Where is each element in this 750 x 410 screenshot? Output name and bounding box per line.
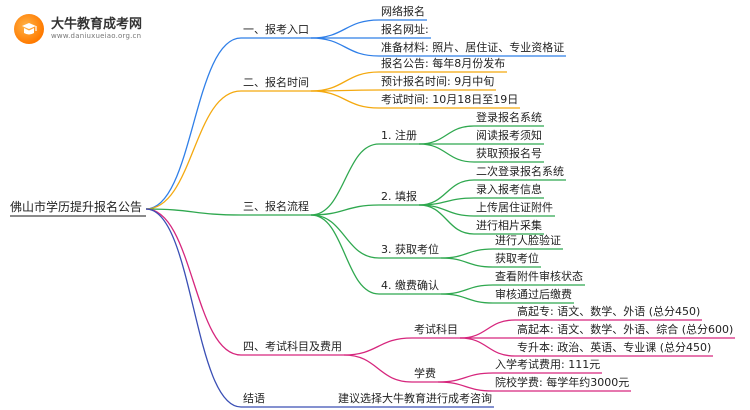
connector-line-67 [437, 381, 494, 392]
pay-item-2: 审核通过后缴费 [495, 288, 572, 301]
connector-line-43 [310, 214, 380, 259]
connector-line-13 [310, 19, 380, 39]
branch-time-label: 二、报名时间 [243, 76, 309, 89]
fees-label: 学费 [414, 367, 436, 380]
fill-item-2: 录入报考信息 [476, 183, 542, 196]
connector-line-33 [310, 204, 380, 216]
subject-item-3: 专升本: 政治、英语、专业课 (总分450) [517, 341, 712, 354]
connector-line-31 [418, 143, 475, 163]
step-pay-label: 4. 缴费确认 [381, 279, 439, 292]
step-seat-label: 3. 获取考位 [381, 243, 439, 256]
entry-item-2: 报名网址: [381, 23, 429, 36]
connector-line-11 [145, 208, 242, 408]
connector-line-65 [437, 372, 494, 383]
subject-item-1: 高起专: 语文、数学、外语 (总分450) [517, 305, 701, 318]
connector-line-49 [310, 214, 380, 295]
connector-line-57 [459, 319, 516, 339]
pay-item-1: 查看附件审核状态 [495, 270, 583, 283]
entry-item-3: 准备材料: 照片、居住证、专业资格证 [381, 41, 565, 54]
time-item-2: 预计报名时间: 9月中旬 [381, 75, 495, 88]
time-item-3: 考试时间: 10月18日至19日 [381, 93, 519, 106]
step-register-label: 1. 注册 [381, 129, 417, 142]
branch-conclusion-label: 结语 [243, 392, 265, 405]
entry-item-1: 网络报名 [381, 5, 425, 18]
branch-subjects-fees-label: 四、考试科目及费用 [243, 340, 342, 353]
root-topic: 佛山市学历提升报名公告 [10, 200, 143, 214]
connector-line-9 [145, 208, 242, 356]
subject-item-2: 高起本: 语文、数学、外语、综合 (总分600) [517, 323, 734, 336]
connector-line-3 [145, 37, 242, 210]
connector-line-23 [310, 90, 380, 109]
fee-item-2: 院校学费: 每学年约3000元 [495, 376, 630, 389]
connector-line-53 [440, 293, 494, 304]
connector-line-41 [418, 204, 475, 235]
connector-line-47 [440, 257, 494, 268]
seat-item-1: 进行人脸验证 [495, 234, 561, 247]
branch-entry-label: 一、报考入口 [243, 23, 309, 36]
register-item-3: 获取预报名号 [476, 147, 542, 160]
fee-item-1: 入学考试费用: 111元 [495, 358, 601, 371]
subjects-label: 考试科目 [414, 323, 458, 336]
fill-item-3: 上传居住证附件 [476, 201, 553, 214]
register-item-1: 登录报名系统 [476, 111, 542, 124]
connector-line-63 [343, 354, 413, 383]
brand-url: www.daniuxueiao.org.cn [51, 32, 142, 40]
branch-process-label: 三、报名流程 [243, 200, 309, 213]
brand-logo: 大牛教育成考网 www.daniuxueiao.org.cn [14, 14, 142, 44]
fill-item-1: 二次登录报名系统 [476, 165, 564, 178]
brand-name: 大牛教育成考网 [51, 17, 143, 32]
register-item-2: 阅读报考须知 [476, 129, 542, 142]
seat-item-2: 获取考位 [495, 252, 539, 265]
connector-line-5 [145, 90, 242, 210]
conclusion-text: 建议选择大牛教育进行成考咨询 [338, 392, 492, 405]
connector-line-45 [440, 248, 494, 259]
time-item-1: 报名公告: 每年8月份发布 [381, 57, 506, 70]
fill-item-4: 进行相片采集 [476, 219, 542, 232]
connector-line-51 [440, 284, 494, 295]
graduation-book-icon [14, 14, 44, 44]
connector-line-17 [310, 37, 380, 57]
connector-line-19 [310, 71, 380, 92]
connector-line-25 [310, 143, 380, 216]
connector-line-27 [418, 125, 475, 145]
connector-line-7 [145, 208, 242, 216]
connector-line-55 [343, 337, 413, 356]
step-fill-label: 2. 填报 [381, 190, 417, 203]
connector-line-61 [459, 337, 516, 357]
